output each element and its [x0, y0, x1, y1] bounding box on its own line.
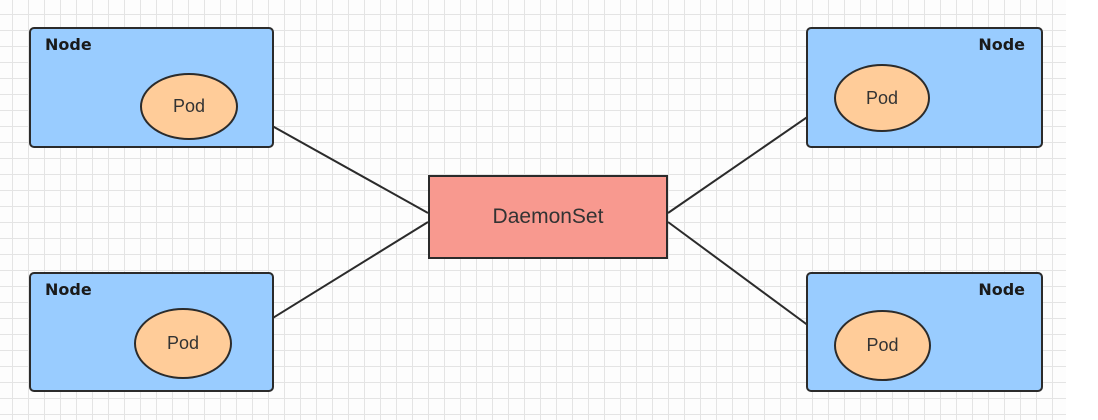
arrow-to-bottom-right-pod [667, 221, 833, 344]
pod-label: Pod [865, 87, 899, 108]
node-label: Node [45, 35, 92, 54]
arrow-to-top-right-pod [667, 99, 833, 214]
pod-label: Pod [866, 335, 899, 355]
node-bottom-right[interactable]: Node Pod [806, 272, 1043, 392]
pod-bottom-right[interactable]: Pod [834, 310, 931, 381]
node-top-left[interactable]: Node Pod [29, 27, 274, 148]
pod-top-left[interactable]: Pod [140, 73, 238, 140]
daemonset-box[interactable]: DaemonSet [428, 175, 668, 259]
pod-label: Pod [166, 333, 200, 353]
right-margin [1066, 0, 1098, 420]
pod-label: Pod [172, 96, 206, 116]
pod-top-right[interactable]: Pod [834, 64, 930, 132]
daemonset-label: DaemonSet [492, 205, 604, 228]
node-bottom-left[interactable]: Node Pod [29, 272, 274, 392]
pod-bottom-left[interactable]: Pod [134, 308, 232, 379]
node-label: Node [978, 280, 1025, 299]
node-label: Node [45, 280, 92, 299]
node-label: Node [978, 35, 1025, 54]
node-top-right[interactable]: Node Pod [806, 27, 1043, 148]
